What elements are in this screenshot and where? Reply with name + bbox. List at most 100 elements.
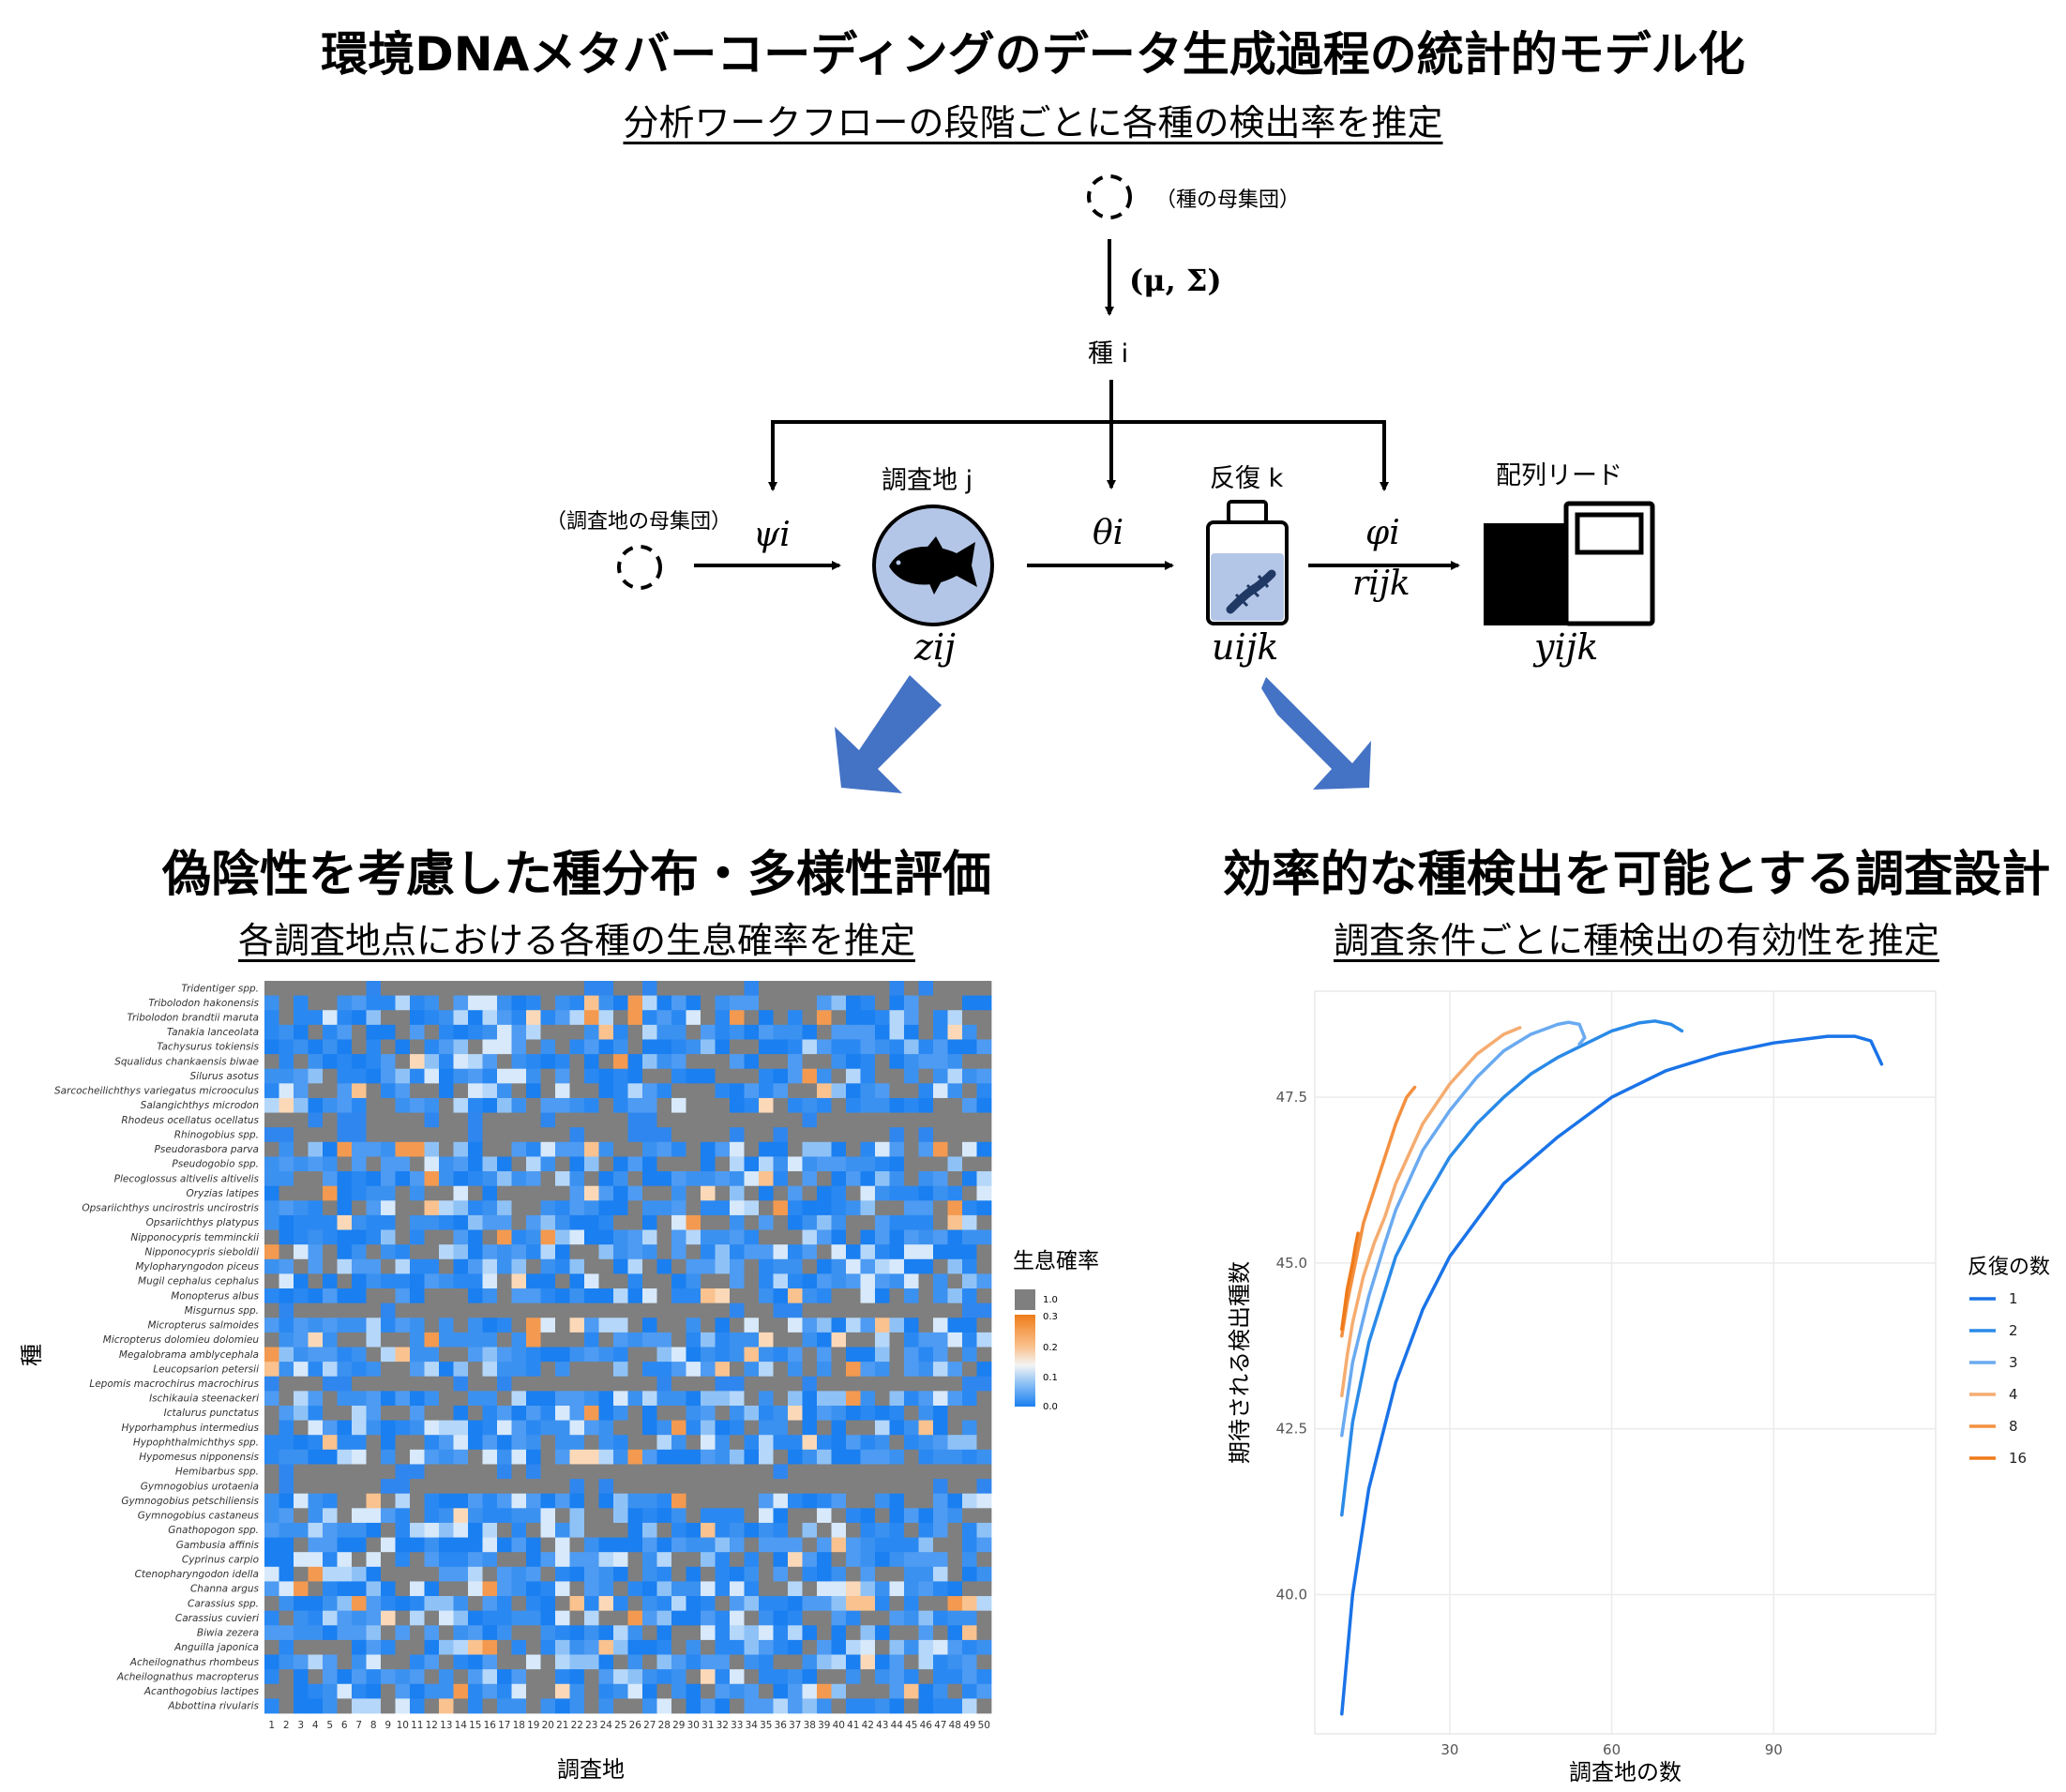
heatmap-cell [671, 1229, 686, 1245]
heatmap-cell [715, 1288, 731, 1304]
heatmap-cell [759, 1610, 774, 1626]
heatmap-cell [904, 1229, 919, 1245]
heatmap-cell [788, 1596, 803, 1612]
heatmap-cell [540, 1214, 556, 1230]
heatmap-cell [410, 1493, 425, 1509]
heatmap-cell [976, 1332, 992, 1348]
heatmap-cell [482, 1698, 498, 1714]
right-blue-arrow [1261, 677, 1371, 790]
heatmap-cell [875, 1039, 890, 1055]
heatmap-cell [337, 1244, 353, 1260]
heatmap-cell [947, 1420, 963, 1436]
heatmap-cell [627, 1639, 643, 1655]
heatmap-cell [323, 1054, 338, 1070]
heatmap-cell [584, 1156, 599, 1172]
heatmap-cell [671, 1596, 686, 1612]
heatmap-cell [323, 1493, 338, 1509]
heatmap-cell [468, 1376, 483, 1392]
heatmap-cell [656, 1581, 672, 1597]
heatmap-cell [395, 1683, 411, 1699]
heatmap-cell [744, 1522, 760, 1538]
heatmap-cell [584, 1698, 599, 1714]
heatmap-site-label: 22 [571, 1720, 583, 1731]
heatmap-cell [947, 1127, 963, 1143]
heatmap-cell [671, 1288, 686, 1304]
heatmap-cell [671, 1449, 686, 1465]
heatmap-cell [468, 1683, 483, 1699]
heatmap-cell [918, 1318, 934, 1333]
heatmap-cell [773, 1273, 789, 1289]
heatmap-cell [555, 1024, 570, 1040]
heatmap-cell [846, 1273, 861, 1289]
heatmap-cell [773, 1318, 789, 1333]
heatmap-cell [279, 1552, 294, 1568]
heatmap-cell [337, 995, 353, 1011]
heatmap-cell [381, 1449, 396, 1465]
heatmap-cell [453, 1362, 469, 1378]
heatmap-cell [642, 1229, 657, 1245]
heatmap-cell [817, 1068, 832, 1084]
heatmap-cell [308, 1288, 324, 1304]
heatmap-cell [352, 1405, 367, 1421]
heatmap-cell [584, 1639, 599, 1655]
heatmap-cell [744, 1288, 760, 1304]
heatmap-cell [817, 1508, 832, 1524]
heatmap-cell [744, 1214, 760, 1230]
heatmap-cell [584, 1141, 599, 1157]
heatmap-cell [773, 1391, 789, 1407]
heatmap-cell [889, 1596, 905, 1612]
heatmap-cell [468, 1654, 483, 1670]
legend-tick: 0.1 [1043, 1373, 1058, 1383]
heatmap-cell [598, 1552, 614, 1568]
line-series [1340, 1019, 1884, 1716]
heatmap-cell [831, 1214, 847, 1230]
y-symbol: yijk [1534, 626, 1599, 668]
heatmap-cell [511, 1464, 527, 1480]
heatmap-cell [875, 1552, 890, 1568]
heatmap-cell [584, 1391, 599, 1407]
heatmap-cell [613, 981, 628, 997]
heatmap-cell [453, 1449, 469, 1465]
heatmap-cell [627, 1420, 643, 1436]
branch-line [771, 420, 1386, 488]
heatmap-cell [744, 1156, 760, 1172]
heatmap-cell [976, 1318, 992, 1333]
heatmap-cell [846, 1127, 861, 1143]
heatmap-cell [947, 1669, 963, 1685]
heatmap-cell [642, 1464, 657, 1480]
heatmap-cell [511, 1625, 527, 1641]
heatmap-cell [875, 1112, 890, 1128]
heatmap-cell [323, 1464, 338, 1480]
heatmap-cell [613, 1200, 628, 1216]
heatmap-cell [788, 981, 803, 997]
heatmap-cell [875, 1391, 890, 1407]
heatmap-cell [860, 1068, 876, 1084]
heatmap-cell [395, 1156, 411, 1172]
heatmap-cell [627, 1405, 643, 1421]
heatmap-cell [569, 1024, 585, 1040]
heatmap-cell [962, 1171, 977, 1187]
heatmap-cell [773, 1464, 789, 1480]
heatmap-ylabel: 種 [19, 1344, 45, 1366]
heatmap-cell [308, 1479, 324, 1495]
heatmap-cell [264, 1010, 279, 1026]
heatmap-cell [540, 1537, 556, 1553]
heatmap-cell [308, 1185, 324, 1201]
heatmap-cell [439, 1332, 454, 1348]
heatmap-cell [846, 1303, 861, 1318]
heatmap-cell [962, 1683, 977, 1699]
heatmap-cell [395, 1039, 411, 1055]
heatmap-cell [279, 1214, 294, 1230]
heatmap-cell [352, 1537, 367, 1553]
heatmap-cell [671, 1683, 686, 1699]
heatmap-cell [526, 1303, 541, 1318]
heatmap-cell [482, 1288, 498, 1304]
heatmap-cell [715, 1522, 731, 1538]
heatmap-cell [802, 1229, 818, 1245]
heatmap-cell [584, 1039, 599, 1055]
heatmap-cell [686, 1127, 701, 1143]
heatmap-cell [759, 1596, 774, 1612]
heatmap-cell [918, 1068, 934, 1084]
heatmap-cell [264, 1552, 279, 1568]
